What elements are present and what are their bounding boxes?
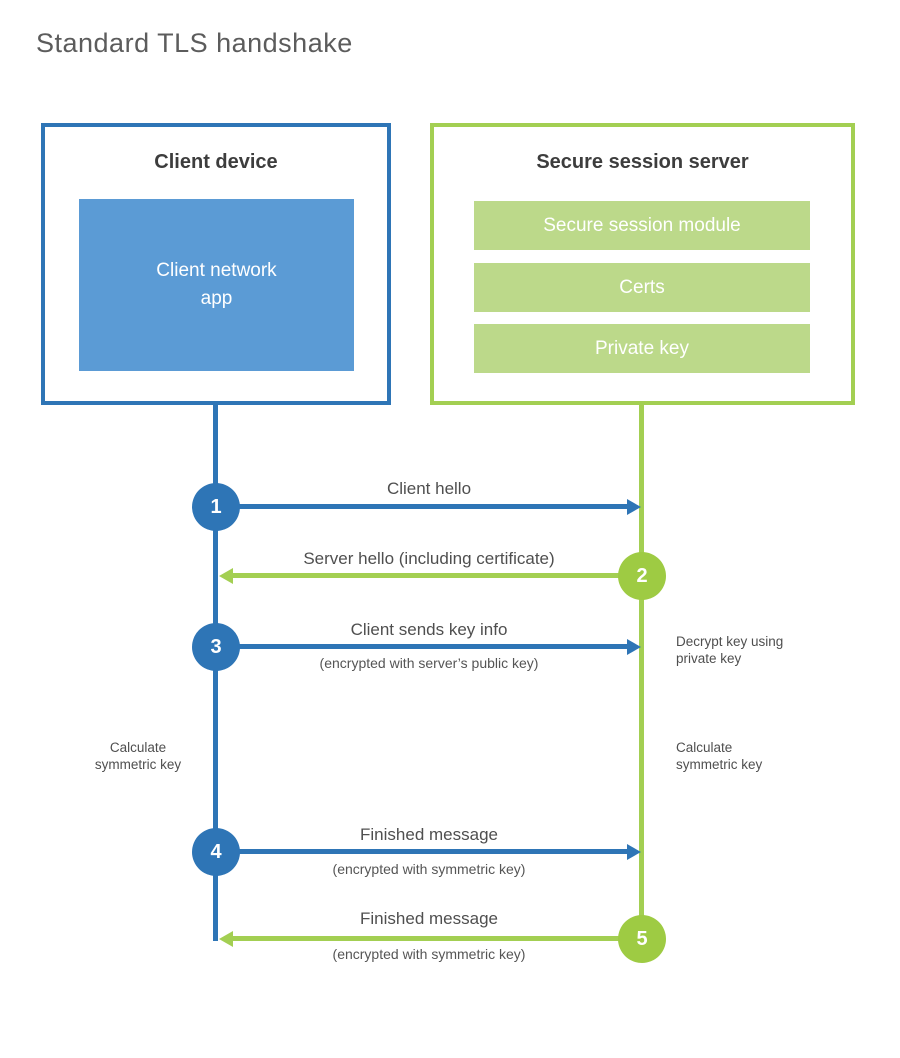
decrypt-key-note: Decrypt key using private key bbox=[676, 634, 784, 666]
step3-arrowhead-icon bbox=[627, 639, 641, 655]
step2-arrowhead-icon bbox=[219, 568, 233, 584]
step3-arrow-line bbox=[216, 644, 627, 649]
client-network-app-box: Client network app bbox=[79, 199, 354, 371]
server-module-secure-session: Secure session module bbox=[474, 201, 810, 250]
server-module-certs: Certs bbox=[474, 263, 810, 312]
step4-circle: 4 bbox=[192, 828, 240, 876]
calculate-symmetric-key-note-server: Calculate symmetric key bbox=[676, 740, 763, 772]
step1-label: Client hello bbox=[386, 479, 472, 498]
page-title: Standard TLS handshake bbox=[36, 28, 353, 58]
step5-arrowhead-icon bbox=[219, 931, 233, 947]
step5-label: Finished message bbox=[360, 909, 498, 928]
step5-arrow-line bbox=[233, 936, 642, 941]
step1-arrow-line bbox=[216, 504, 627, 509]
server-lifeline bbox=[639, 405, 644, 939]
client-device-header: Client device bbox=[154, 151, 278, 173]
step5-sublabel: (encrypted with symmetric key) bbox=[332, 946, 526, 962]
step4-sublabel: (encrypted with symmetric key) bbox=[332, 861, 526, 877]
step5-circle: 5 bbox=[618, 915, 666, 963]
step4-label: Finished message bbox=[360, 825, 498, 844]
step3-circle: 3 bbox=[192, 623, 240, 671]
step1-arrowhead-icon bbox=[627, 499, 641, 515]
calculate-symmetric-key-note-client: Calculate symmetric key bbox=[94, 740, 182, 772]
step2-label: Server hello (including certificate) bbox=[303, 549, 555, 568]
server-module-private-key: Private key bbox=[474, 324, 810, 373]
client-lifeline bbox=[213, 405, 218, 941]
secure-session-server-header: Secure session server bbox=[536, 151, 749, 173]
client-app-label-line1: Client network bbox=[156, 260, 277, 281]
step2-arrow-line bbox=[233, 573, 642, 578]
step2-circle: 2 bbox=[618, 552, 666, 600]
step3-sublabel: (encrypted with server’s public key) bbox=[319, 655, 539, 671]
step4-arrowhead-icon bbox=[627, 844, 641, 860]
client-app-label-line2: app bbox=[200, 288, 233, 309]
step1-circle: 1 bbox=[192, 483, 240, 531]
step4-arrow-line bbox=[216, 849, 627, 854]
step3-label: Client sends key info bbox=[350, 620, 508, 639]
